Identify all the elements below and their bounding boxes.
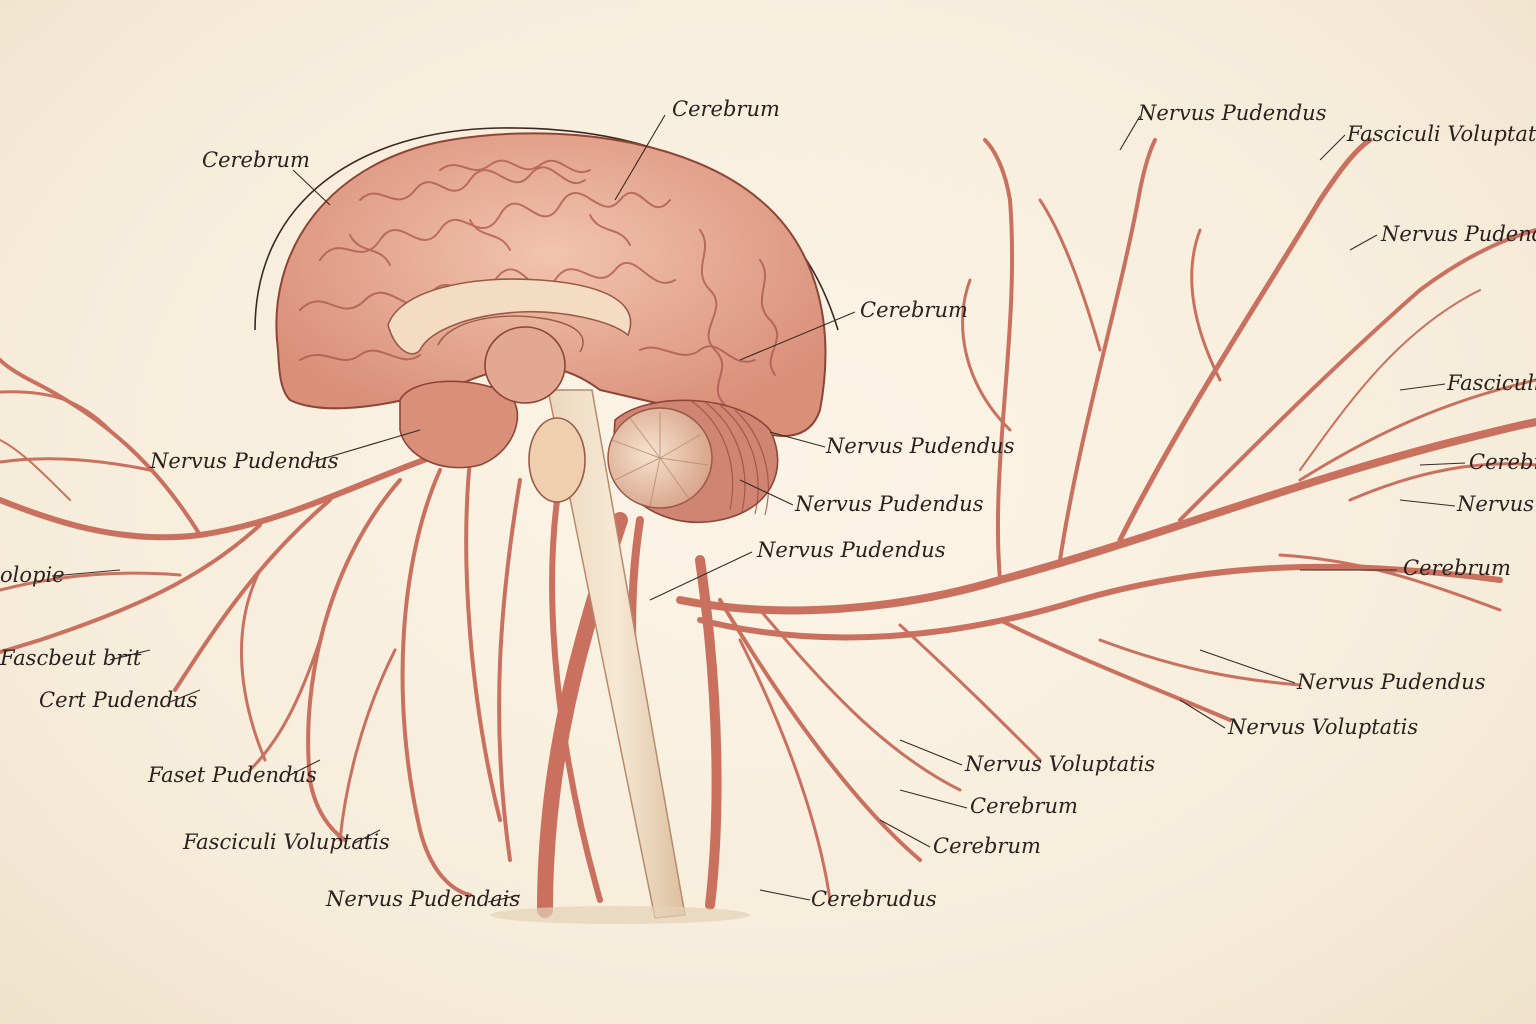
label-nervus-right-cut: Nervus P bbox=[1457, 492, 1536, 516]
label-nervus-pudendus-right-1: Nervus Pudendus bbox=[1381, 222, 1536, 246]
ground-shadow bbox=[490, 906, 750, 924]
label-cerebrum-top: Cerebrum bbox=[672, 97, 780, 121]
cerebellum bbox=[607, 399, 779, 523]
label-faset-pudendus: Faset Pudendus bbox=[148, 763, 317, 787]
right-nerve-branches bbox=[676, 137, 1536, 762]
label-nervus-pudendus-cerebellum-1: Nervus Pudendus bbox=[826, 434, 1015, 458]
label-volopie-cut: olopie bbox=[0, 563, 65, 587]
label-nervus-voluptatis-low: Nervus Voluptatis bbox=[965, 752, 1156, 776]
label-fasciculi-voluptatis-left: Fasciculi Voluptatis bbox=[183, 830, 390, 854]
label-cerebrum-mid: Cerebrum bbox=[860, 298, 968, 322]
label-cerebrum-right: Cerebrum bbox=[1403, 556, 1511, 580]
label-nervus-pudendais: Nervus Pudendais bbox=[326, 887, 521, 911]
pons bbox=[528, 417, 586, 503]
label-nervus-voluptatis-right: Nervus Voluptatis bbox=[1228, 715, 1419, 739]
label-cerebrudus: Cerebrudus bbox=[811, 887, 937, 911]
label-nervus-pudendus-cerebellum-2: Nervus Pudendus bbox=[795, 492, 984, 516]
label-cert-pudendus: Cert Pudendus bbox=[39, 688, 198, 712]
label-fasciculi-voluptatis-top-right: Fasciculi Voluptatis bbox=[1347, 122, 1536, 146]
temporal-lobe bbox=[399, 380, 519, 469]
label-cerebrum-low-1: Cerebrum bbox=[970, 794, 1078, 818]
label-fasciculi-right-cut: Fasciculi V bbox=[1447, 371, 1536, 395]
label-nervus-pudendus-stem: Nervus Pudendus bbox=[757, 538, 946, 562]
leader-lines bbox=[51, 114, 1466, 903]
label-cerebr-right-cut: Cerebr bbox=[1469, 450, 1536, 474]
corpus-callosum bbox=[387, 278, 632, 355]
left-nerve-branches bbox=[0, 358, 502, 897]
thalamus bbox=[484, 326, 566, 404]
label-nervus-pudendus-right-2: Nervus Pudendus bbox=[1297, 670, 1486, 694]
label-cerebrum-left: Cerebrum bbox=[202, 148, 310, 172]
label-cerebrum-low-2: Cerebrum bbox=[933, 834, 1041, 858]
label-fascbeut-brit: Fascbeut brit bbox=[0, 646, 142, 670]
label-nervus-pudendus-left: Nervus Pudendus bbox=[150, 449, 339, 473]
label-nervus-pudendus-top-right: Nervus Pudendus bbox=[1138, 101, 1327, 125]
